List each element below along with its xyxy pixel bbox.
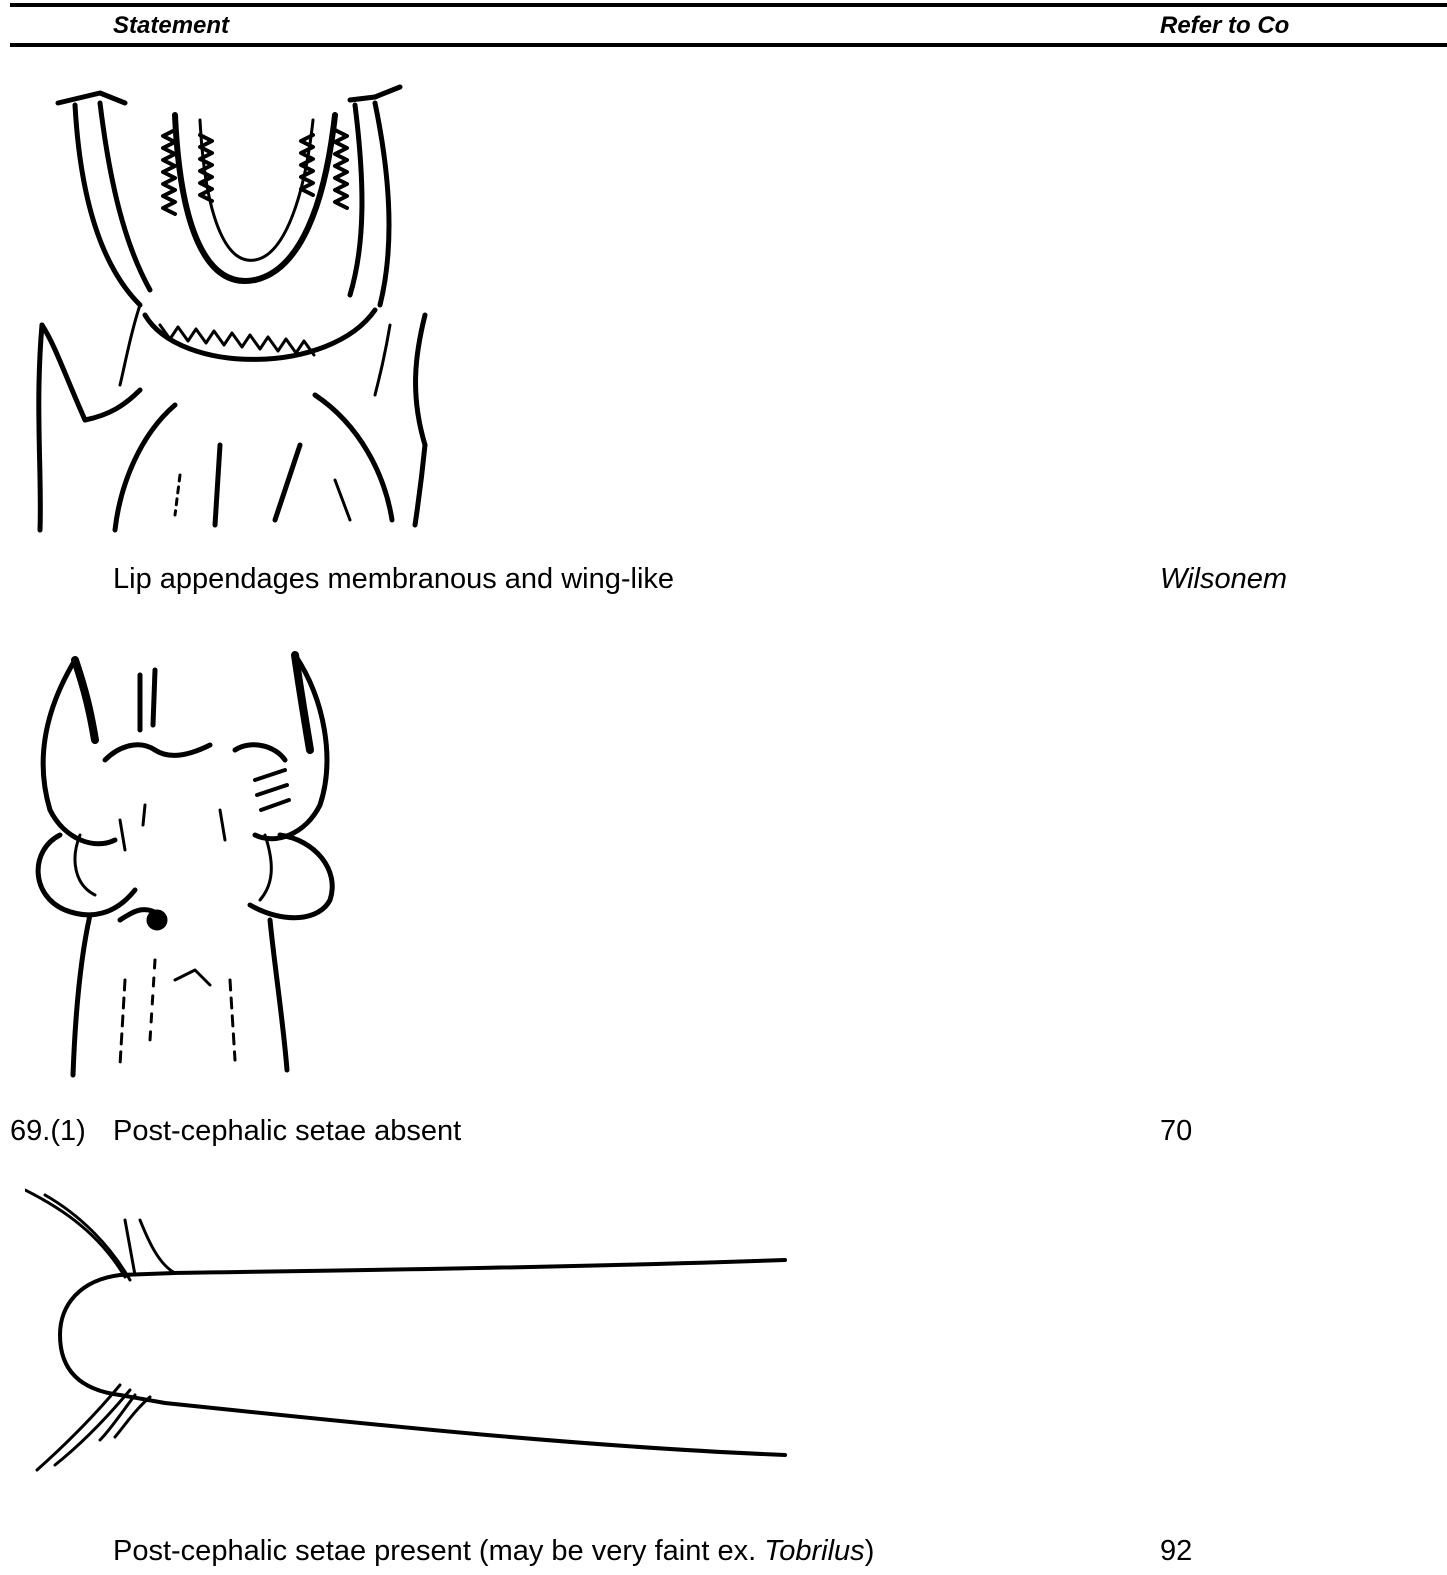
couplet-refer-value: Wilsonem [1160, 562, 1303, 596]
post-cephalic-setae-illustration [25, 1185, 805, 1475]
statement-text-taxon: Tobrilus [764, 1535, 864, 1567]
lip-appendages-illustration [30, 75, 435, 535]
statement-text-before: Post-cephalic setae present (may be very… [113, 1535, 764, 1567]
nematode-head-illustration [25, 620, 360, 1085]
column-header-refer: Refer to Co [1160, 12, 1303, 40]
couplet-statement-text: Post-cephalic setae absent [113, 1114, 1013, 1148]
couplet-number: 69.(1) [10, 1114, 110, 1148]
column-header-statement: Statement [113, 12, 243, 40]
couplet-refer-value: 92 [1160, 1534, 1303, 1568]
couplet-statement-text: Post-cephalic setae present (may be very… [113, 1534, 1113, 1568]
couplet-statement-text: Lip appendages membranous and wing-like [113, 562, 1013, 596]
header-top-rule [10, 3, 1447, 7]
header-bottom-rule [10, 43, 1447, 47]
statement-text-after: ) [865, 1535, 875, 1567]
couplet-refer-value: 70 [1160, 1114, 1303, 1148]
